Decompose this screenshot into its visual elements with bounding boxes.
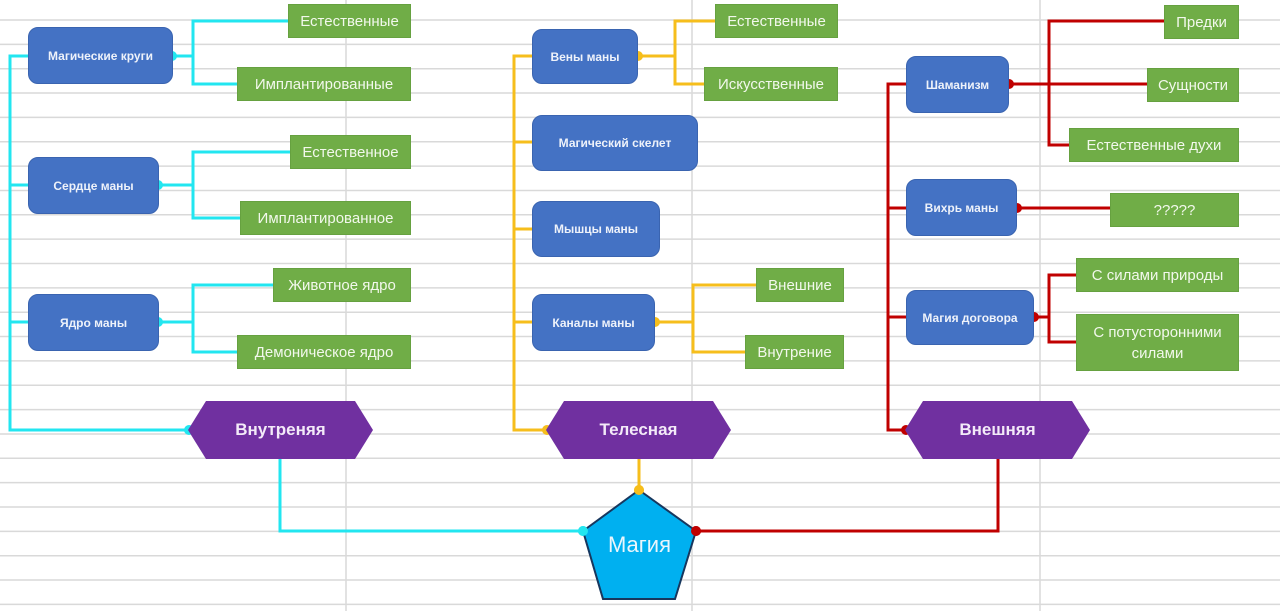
connector-dot	[691, 526, 701, 536]
connector-dot	[634, 485, 644, 495]
leaf-label: Сущности	[1157, 76, 1229, 94]
internal-heart-line	[158, 150, 290, 220]
branch-bodily[interactable]: Телесная	[546, 401, 731, 459]
internal-circles-line	[172, 19, 288, 86]
leaf-label: Демоническое ядро	[254, 343, 394, 361]
category-mana-vortex[interactable]: Вихрь маны	[906, 179, 1017, 236]
leaf-label: Животное ядро	[288, 276, 396, 294]
leaf-natural[interactable]: Естественные	[288, 4, 411, 38]
leaf-label: Искусственные	[717, 75, 825, 93]
leaf-ancestors[interactable]: Предки	[1164, 5, 1239, 39]
leaf-label: С потусторонними силами	[1093, 323, 1222, 362]
category-label: Ядро маны	[59, 315, 128, 330]
external-to-center-line	[696, 459, 1000, 533]
center-label: Магия	[607, 532, 672, 557]
leaf-label: Естественные духи	[1086, 136, 1222, 154]
category-label: Сердце маны	[53, 178, 134, 193]
leaf-label: Естественные	[300, 12, 399, 30]
leaf-label: Естественные	[727, 12, 826, 30]
branch-internal[interactable]: Внутреняя	[188, 401, 373, 459]
external-contract-line	[1034, 273, 1076, 344]
category-label: Магические круги	[48, 48, 153, 63]
leaf-animal-core[interactable]: Животное ядро	[273, 268, 411, 302]
leaf-nature-forces[interactable]: С силами природы	[1076, 258, 1239, 292]
category-label: Магия договора	[922, 310, 1018, 325]
bodily-veins-line	[638, 19, 715, 86]
category-magic-circles[interactable]: Магические круги	[28, 27, 173, 84]
leaf-natural-heart[interactable]: Естественное	[290, 135, 411, 169]
leaf-label: Имплантированные	[254, 75, 394, 93]
leaf-label: Естественное	[302, 143, 399, 161]
category-magic-skeleton[interactable]: Магический скелет	[532, 115, 698, 171]
bodily-channels-line	[655, 283, 756, 354]
leaf-artificial-veins[interactable]: Искусственные	[704, 67, 838, 101]
leaf-entities[interactable]: Сущности	[1147, 68, 1239, 102]
leaf-natural-veins[interactable]: Естественные	[715, 4, 838, 38]
category-label: Магический скелет	[558, 136, 672, 150]
internal-trunk-line	[8, 54, 188, 432]
internal-to-center-line	[278, 458, 583, 533]
category-label: Вены маны	[550, 49, 620, 64]
leaf-implanted[interactable]: Имплантированные	[237, 67, 411, 101]
leaf-label: Внешние	[768, 276, 832, 294]
category-mana-core[interactable]: Ядро маны	[28, 294, 159, 351]
leaf-label: Предки	[1176, 13, 1227, 31]
internal-core-line	[158, 283, 273, 354]
leaf-external-channels[interactable]: Внешние	[756, 268, 844, 302]
category-label: Мышцы маны	[553, 222, 639, 236]
category-shamanism[interactable]: Шаманизм	[906, 56, 1009, 113]
leaf-label: С силами природы	[1091, 266, 1224, 284]
branch-external[interactable]: Внешняя	[905, 401, 1090, 459]
category-label: Каналы маны	[552, 315, 635, 330]
leaf-label: Имплантированное	[257, 209, 394, 227]
leaf-otherworldly-forces[interactable]: С потусторонними силами	[1076, 314, 1239, 371]
category-label: Шаманизм	[925, 77, 990, 92]
category-mana-muscles[interactable]: Мышцы маны	[532, 201, 660, 257]
branch-label: Внешняя	[959, 420, 1036, 439]
branch-label: Телесная	[599, 420, 678, 439]
category-mana-heart[interactable]: Сердце маны	[28, 157, 159, 214]
bodily-trunk-line	[512, 54, 546, 432]
leaf-label: ?????	[1153, 201, 1196, 219]
leaf-natural-spirits[interactable]: Естественные духи	[1069, 128, 1239, 162]
leaf-demonic-core[interactable]: Демоническое ядро	[237, 335, 411, 369]
leaf-internal-channels[interactable]: Внутрение	[745, 335, 844, 369]
category-label: Вихрь маны	[924, 200, 999, 215]
connector-dot	[578, 526, 588, 536]
center-pentagon	[581, 488, 698, 600]
leaf-label: Внутрение	[757, 343, 832, 361]
external-shamanism-line	[1009, 19, 1164, 147]
category-mana-veins[interactable]: Вены маны	[532, 29, 638, 84]
category-mana-channels[interactable]: Каналы маны	[532, 294, 655, 351]
leaf-implanted-heart[interactable]: Имплантированное	[240, 201, 411, 235]
external-trunk-line	[886, 82, 906, 432]
category-contract-magic[interactable]: Магия договора	[906, 290, 1034, 345]
leaf-unknown[interactable]: ?????	[1110, 193, 1239, 227]
branch-label: Внутреняя	[235, 420, 326, 439]
